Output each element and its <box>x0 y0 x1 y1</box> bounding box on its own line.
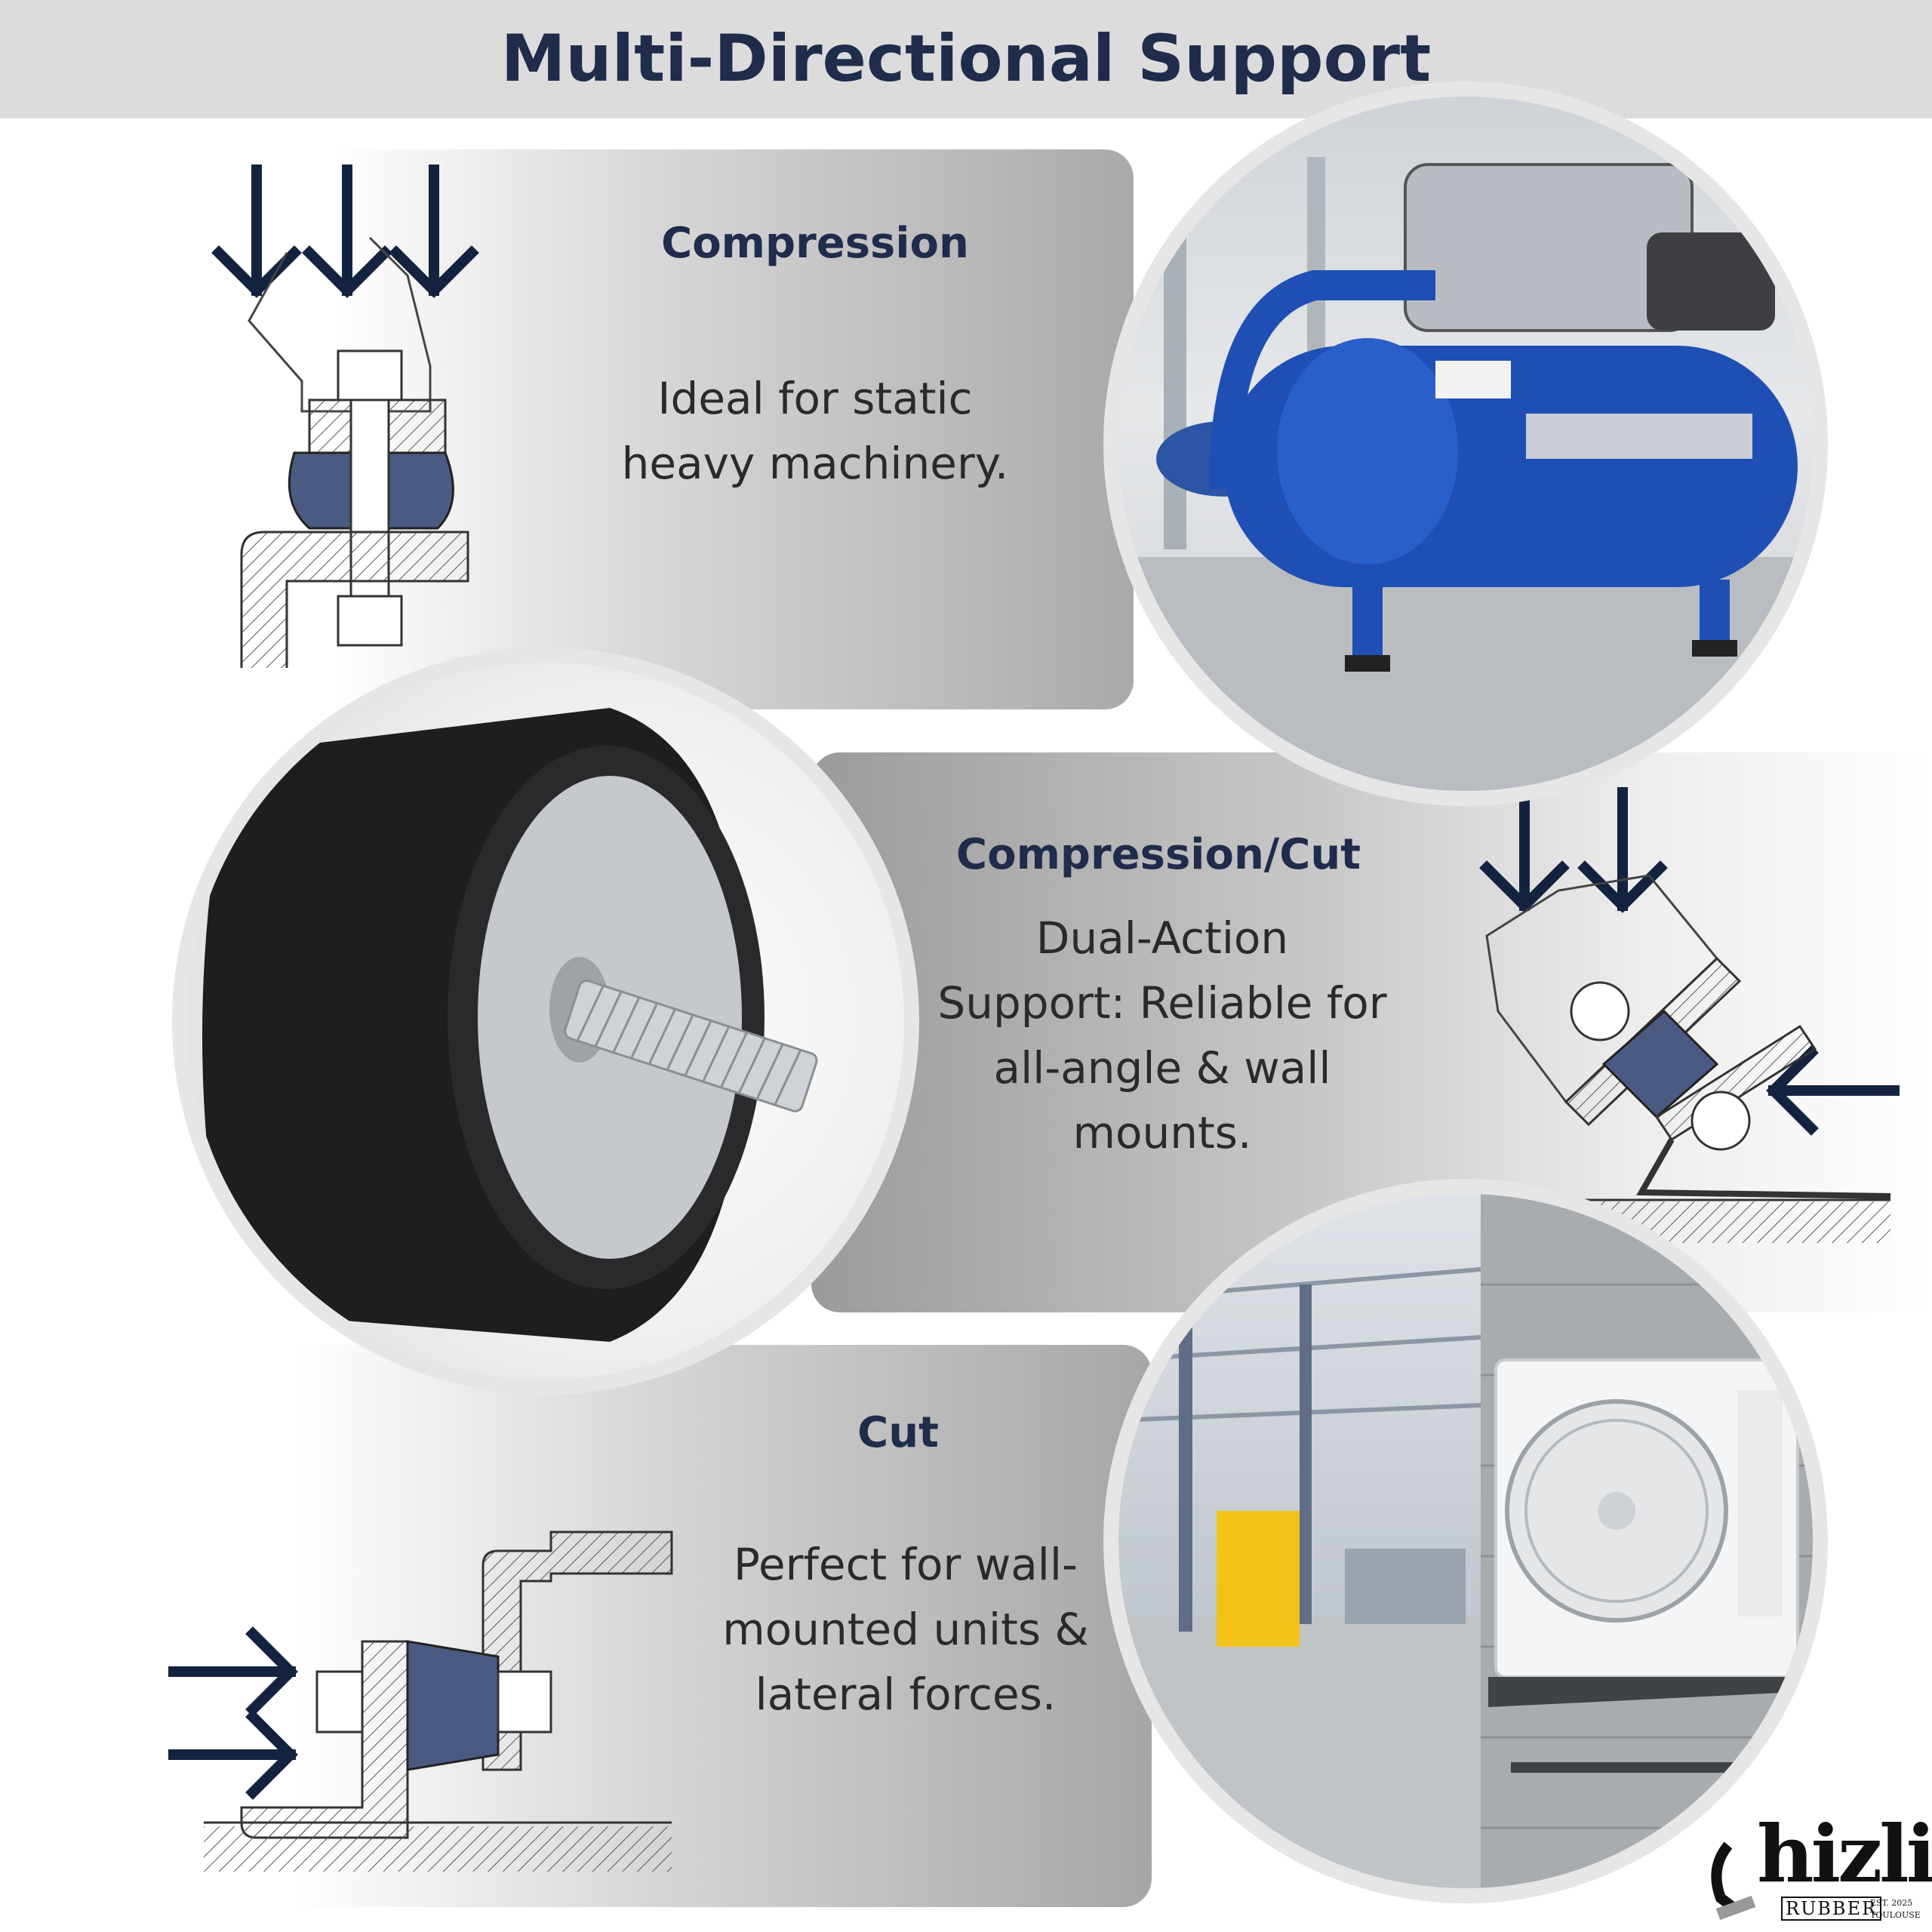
brand-logo: hizli RUBBER EST. 2025 TOULOUSE <box>1706 1815 1932 1924</box>
section-cut-heading: Cut <box>857 1408 939 1457</box>
down-arrow-icon <box>211 165 479 298</box>
header-bar <box>0 0 1932 118</box>
section-compression-description: Ideal for static heavy machinery. <box>621 373 1009 489</box>
rubber-mount-photo <box>187 663 904 1380</box>
brand-subtitle: RUBBER <box>1781 1897 1882 1921</box>
brand-city: TOULOUSE <box>1870 1910 1921 1920</box>
section-compression-cut-heading: Compression/Cut <box>956 830 1361 879</box>
left-arrow-icon <box>1766 1045 1900 1136</box>
section-cut-description: Perfect for wall-mounted units & lateral… <box>722 1539 1089 1720</box>
compression-diagram <box>211 165 479 668</box>
page-title: Multi-Directional Support <box>500 21 1432 97</box>
down-arrow-icon <box>1479 787 1668 913</box>
section-compression-heading: Compression <box>661 219 969 268</box>
brand-name: hizli <box>1757 1807 1932 1900</box>
right-arrow-icon <box>168 1626 298 1800</box>
factory-ac-unit-photo <box>1118 1194 1813 1888</box>
cut-diagram <box>168 1531 673 1872</box>
compression-cut-diagram <box>1479 787 1900 1243</box>
air-compressor-photo <box>1118 97 1813 791</box>
brand-est: EST. 2025 <box>1870 1898 1913 1908</box>
bolt-logo-icon <box>1711 1841 1756 1921</box>
section-compression-cut-description: Dual-Action Support: Reliable for all-an… <box>937 912 1387 1158</box>
